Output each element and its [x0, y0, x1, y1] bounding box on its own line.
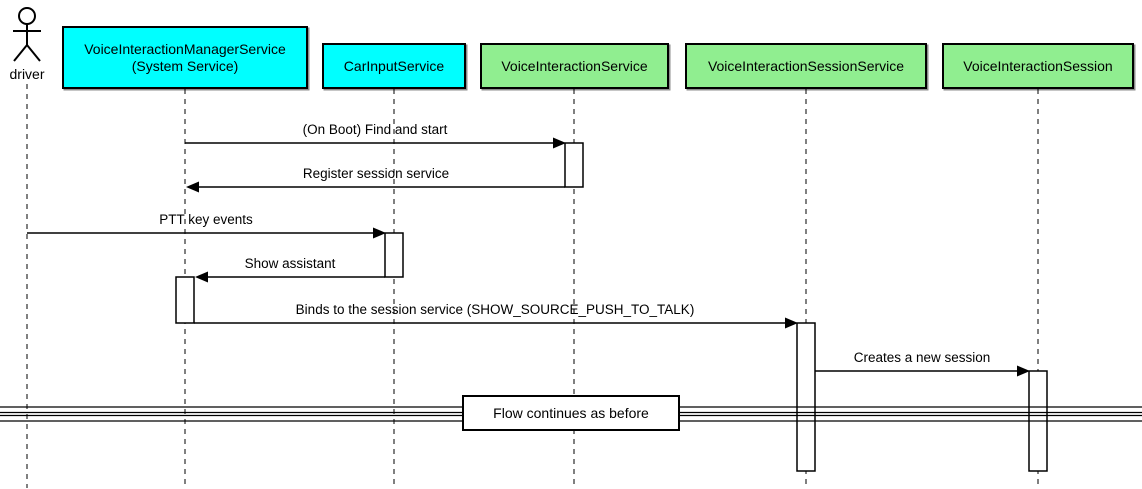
actor-driver-icon [13, 7, 41, 62]
actor-driver-label: driver [9, 66, 45, 82]
participant-sublabel: (System Service) [131, 57, 239, 74]
message-6-arrow [815, 365, 1030, 377]
message-2-arrow [186, 181, 565, 193]
divider-label-box: Flow continues as before [462, 395, 680, 431]
activation-bar-voiceinteractionmanagerservice [175, 276, 195, 324]
message-1-label: (On Boot) Find and start [302, 122, 448, 137]
message-5-label: Binds to the session service (SHOW_SOURC… [295, 302, 695, 317]
participant-label: VoiceInteractionSessionService [707, 57, 905, 74]
participant-label: VoiceInteractionManagerService [84, 40, 286, 57]
message-6-label: Creates a new session [853, 350, 991, 365]
activation-bar-carinputservice [384, 232, 404, 278]
participant-carinputservice: CarInputService [322, 43, 466, 89]
participant-label: VoiceInteractionService [501, 57, 648, 74]
participant-voiceinteractionsession: VoiceInteractionSession [942, 43, 1134, 89]
message-1-arrow [185, 137, 566, 149]
activation-bar-voiceinteractionservice [564, 142, 584, 188]
message-3-arrow [27, 227, 386, 239]
activation-bar-voiceinteractionsessionservice [796, 322, 816, 472]
message-3-label: PTT key events [159, 212, 253, 227]
message-4-arrow [195, 271, 385, 283]
message-2-label: Register session service [302, 166, 450, 181]
message-4-label: Show assistant [244, 256, 336, 271]
participant-label: CarInputService [343, 57, 445, 74]
divider-label: Flow continues as before [493, 405, 649, 421]
message-5-arrow [194, 317, 798, 329]
participant-voiceinteractionsessionservice: VoiceInteractionSessionService [685, 43, 927, 89]
participant-voiceinteractionservice: VoiceInteractionService [480, 43, 669, 89]
participant-label: VoiceInteractionSession [963, 57, 1113, 74]
participant-voiceinteractionmanagerservice: VoiceInteractionManagerService (System S… [62, 26, 308, 89]
